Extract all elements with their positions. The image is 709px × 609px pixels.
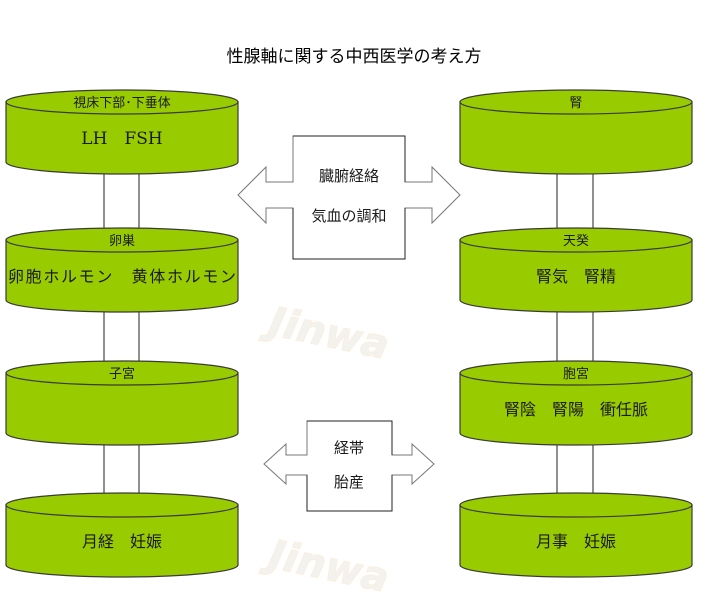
cylinder-label: 腎陰 腎陽 衝任脈 [504, 400, 648, 419]
double-arrow-jingdai: 経帯 胎産 [263, 420, 435, 512]
cylinder-top [459, 227, 693, 253]
double-arrow-shape [237, 135, 461, 260]
left-cylinder-1: 視床下部･下垂体 LH FSH [5, 89, 239, 175]
double-arrow-zangfu: 臓腑経絡 気血の調和 [237, 135, 461, 260]
cylinder-body [459, 504, 693, 578]
cylinder-top [459, 89, 693, 115]
cylinder-top [5, 89, 239, 115]
cylinder-body [5, 239, 239, 313]
cylinder-body [459, 239, 693, 313]
cylinder-body [459, 372, 693, 446]
double-arrow-shape [263, 420, 435, 512]
left-cylinder-3: 子宮 [5, 360, 239, 446]
cylinder-label: 卵胞ホルモン 黄体ホルモン [8, 267, 236, 286]
arrow-bottom-line1: 経帯 [334, 439, 364, 457]
cylinder-body [459, 101, 693, 175]
cylinder-label: 月事 妊娠 [536, 532, 616, 551]
diagram-title: 性腺軸に関する中西医学の考え方 [227, 47, 482, 67]
cylinder-label: 月経 妊娠 [82, 532, 162, 551]
right-cylinder-1: 腎 [459, 89, 693, 175]
arrow-top-line2: 気血の調和 [311, 207, 386, 225]
cylinder-label: 腎気 腎精 [536, 267, 616, 286]
cylinder-top [5, 227, 239, 253]
cylinder-caption: 天癸 [563, 234, 589, 249]
cylinder-caption: 胞宮 [563, 366, 589, 382]
cylinder-top [5, 492, 239, 518]
cylinder-top [459, 360, 693, 386]
arrow-bottom-line2: 胎産 [334, 473, 364, 491]
cylinder-top [5, 360, 239, 386]
watermark-2: Jinwa [258, 530, 393, 602]
watermark-1: Jinwa [258, 297, 393, 369]
left-cylinder-4: 月経 妊娠 [5, 492, 239, 578]
cylinder-body [5, 101, 239, 175]
cylinder-body [5, 372, 239, 446]
cylinder-caption: 卵巣 [109, 234, 135, 249]
cylinder-label: LH FSH [81, 129, 162, 149]
arrow-top-line1: 臓腑経絡 [319, 167, 379, 185]
cylinder-top [459, 492, 693, 518]
cylinder-caption: 腎 [569, 96, 582, 111]
right-cylinder-4: 月事 妊娠 [459, 492, 693, 578]
cylinder-caption: 子宮 [109, 366, 135, 382]
cylinder-body [5, 504, 239, 578]
cylinder-caption: 視床下部･下垂体 [73, 96, 171, 111]
